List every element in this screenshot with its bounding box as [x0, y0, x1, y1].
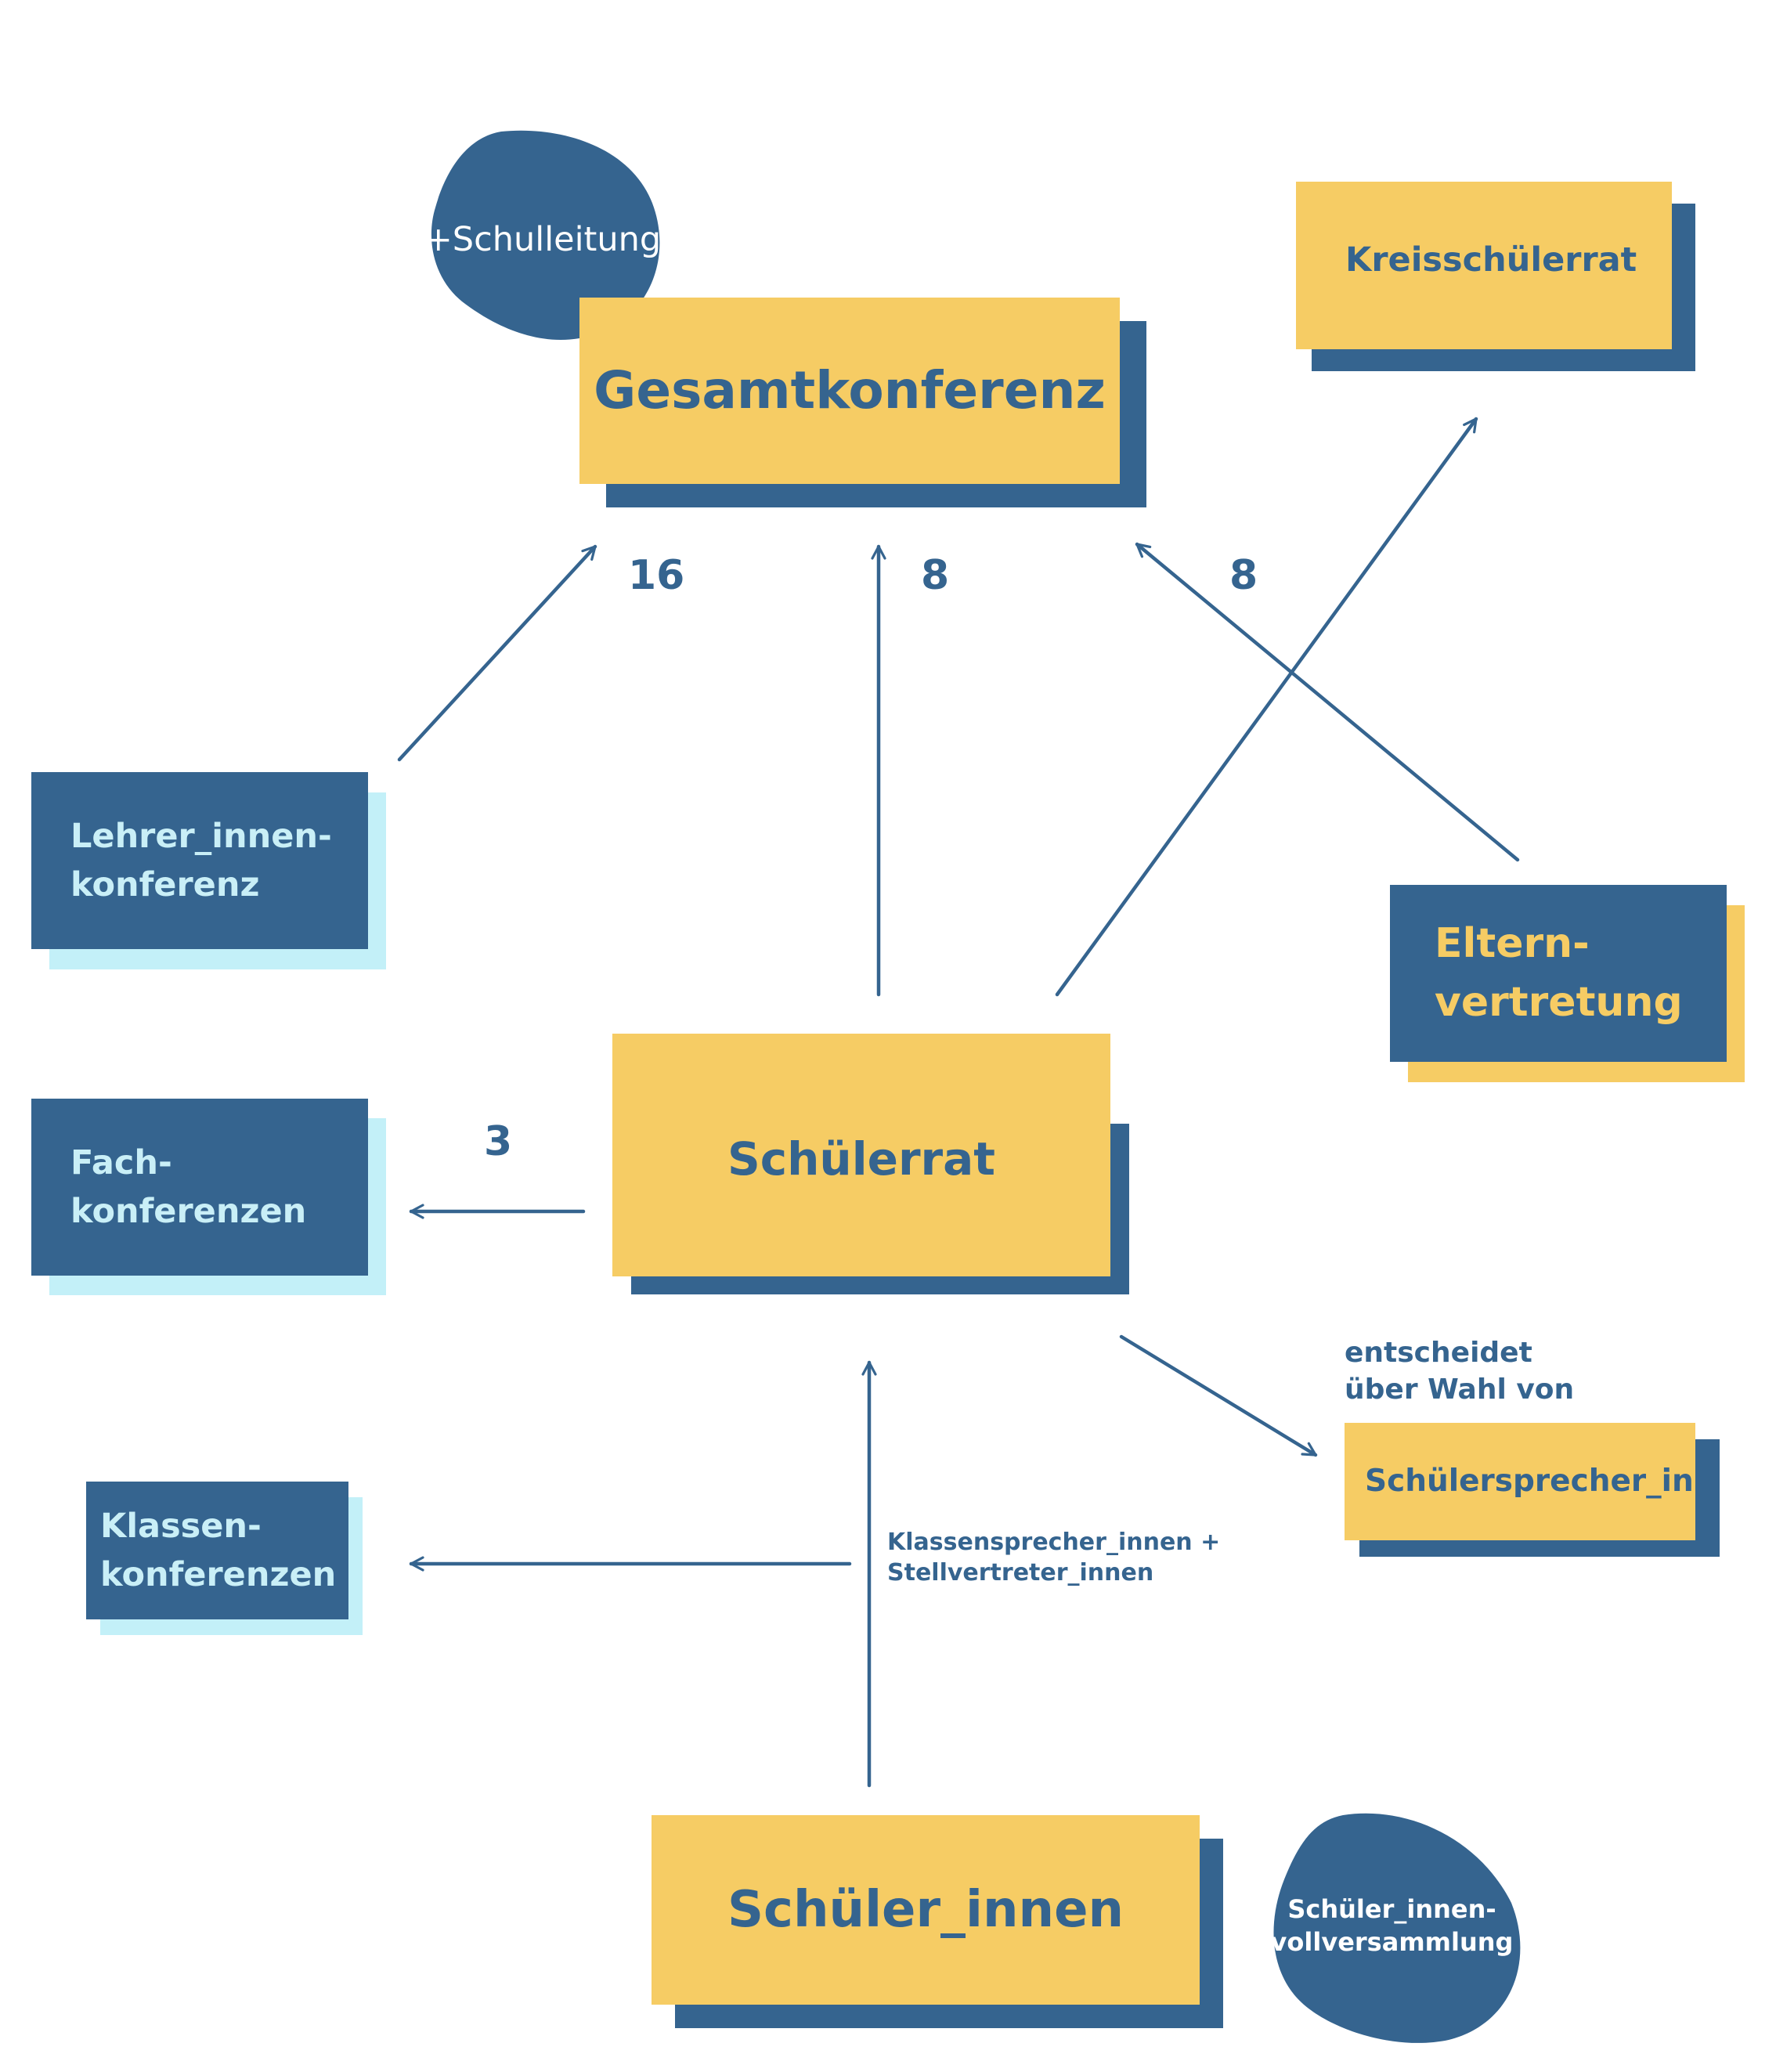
- gesamtkonferenz-box: [579, 298, 1120, 484]
- schuelersprecher-box: [1345, 1423, 1695, 1540]
- schueler-innen-box: [652, 1815, 1200, 2005]
- entscheidet-note: entscheidet über Wahl von: [1345, 1335, 1574, 1409]
- fach-count-label: 3: [484, 1118, 513, 1165]
- vollversammlung-label: Schüler_innen- vollversammlung: [1269, 1883, 1515, 1969]
- fachkonferenzen-line1: Fach-: [70, 1142, 172, 1182]
- lehrerkonferenz-label: Lehrer_innen- konferenz: [70, 772, 368, 949]
- schulleitung-label: +Schulleitung: [424, 220, 662, 260]
- klassensprecher-line2: Stellvertreter_innen: [887, 1559, 1154, 1586]
- lehrer-count-label: 16: [628, 552, 685, 599]
- vollversammlung-line1: Schüler_innen-: [1287, 1894, 1496, 1925]
- kreisschuelerrat-label: Kreisschülerrat: [1345, 240, 1637, 280]
- elternvertretung-box: [1390, 885, 1727, 1062]
- elternvertretung-label: Eltern- vertretung: [1435, 885, 1727, 1062]
- gesamtkonferenz-label: Gesamtkonferenz: [594, 360, 1106, 421]
- elternvertretung-line2: vertretung: [1435, 979, 1683, 1026]
- entscheidet-line2: über Wahl von: [1345, 1373, 1575, 1406]
- arrow-schuelerrat-to-sprecher: [1119, 1334, 1318, 1457]
- lehrerkonferenz-box: [31, 772, 368, 949]
- elternvertretung-line1: Eltern-: [1435, 919, 1590, 967]
- schulleitung-blob: [431, 130, 660, 340]
- klassensprecher-note: Klassensprecher_innen + Stellvertreter_i…: [887, 1527, 1220, 1588]
- klassenkonferenzen-label: Klassen- konferenzen: [100, 1482, 347, 1619]
- schuelersprecher-label: Schülersprecher_in: [1365, 1463, 1694, 1499]
- schueler-innen-label: Schüler_innen: [727, 1880, 1124, 1939]
- arrow-eltern-to-gesamt: [1135, 542, 1520, 862]
- vollversammlung-line2: vollversammlung: [1270, 1927, 1514, 1957]
- arrow-lehrer-to-gesamt: [397, 544, 597, 762]
- schuelerrat-box: [612, 1034, 1110, 1276]
- schuelerrat-count-label: 8: [921, 552, 950, 599]
- klassenkonferenzen-line1: Klassen-: [100, 1506, 262, 1546]
- entscheidet-line1: entscheidet: [1345, 1337, 1532, 1369]
- kreisschuelerrat-box: [1296, 182, 1672, 349]
- lehrerkonferenz-line2: konferenz: [70, 865, 260, 904]
- fachkonferenzen-box: [31, 1099, 368, 1276]
- schuelerrat-label: Schülerrat: [727, 1132, 996, 1186]
- klassenkonferenzen-box: [86, 1482, 348, 1619]
- fachkonferenzen-line2: konferenzen: [70, 1192, 307, 1231]
- lehrerkonferenz-line1: Lehrer_innen-: [70, 816, 332, 856]
- klassenkonferenzen-line2: konferenzen: [100, 1555, 337, 1594]
- klassensprecher-line1: Klassensprecher_innen +: [887, 1529, 1221, 1556]
- eltern-count-label: 8: [1229, 552, 1258, 599]
- fachkonferenzen-label: Fach- konferenzen: [70, 1099, 368, 1276]
- arrow-schuelerrat-to-kreis: [1055, 417, 1478, 997]
- vollversammlung-blob: [1273, 1813, 1521, 2043]
